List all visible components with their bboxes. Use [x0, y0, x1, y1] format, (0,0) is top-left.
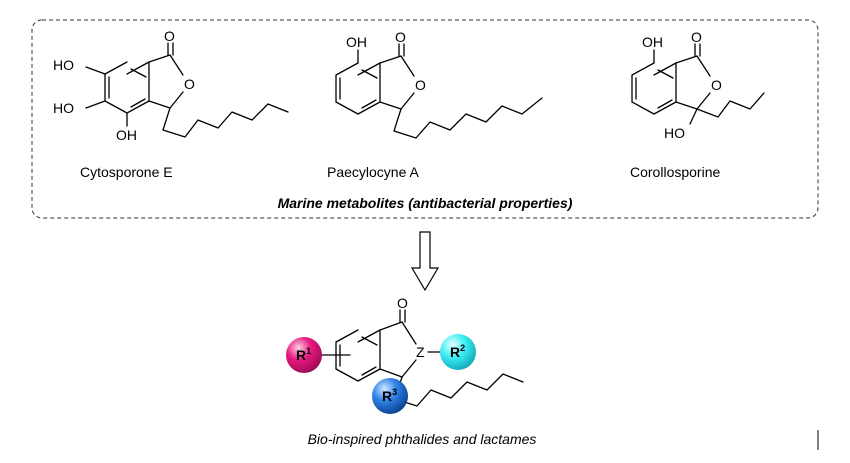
bond	[696, 55, 711, 77]
hydroxyl-label: OH	[642, 34, 663, 50]
r2-label: R2	[450, 343, 465, 360]
scaffold-caption: Bio-inspired phthalides and lactames	[308, 431, 537, 447]
bond	[675, 55, 698, 64]
ring-oxygen-label: O	[415, 77, 426, 93]
ring-oxygen-label: O	[711, 77, 722, 93]
bond	[400, 55, 415, 77]
cytosporone-e-structure: HO HO OH O O	[53, 28, 289, 143]
r1-substituent-sphere	[286, 337, 322, 373]
aromatic-double-bond	[361, 336, 378, 346]
carbonyl-oxygen-label: O	[164, 28, 175, 44]
aromatic-double-bond	[130, 68, 147, 78]
aromatic-double-bond	[657, 99, 673, 109]
aromatic-double-bond	[361, 99, 377, 109]
compound-name-corollosporine: Corollosporine	[630, 164, 720, 180]
bond	[379, 321, 403, 331]
bond	[401, 321, 417, 345]
benzene-ring	[335, 62, 381, 115]
hydroxyl-label: OH	[346, 34, 367, 50]
bond	[689, 108, 698, 125]
carbonyl-oxygen-label: O	[395, 29, 406, 45]
octyl-chain	[393, 97, 543, 139]
aromatic-double-bond	[361, 366, 377, 376]
heptyl-chain	[162, 103, 289, 138]
scaffold-carbonyl-oxygen-label: O	[397, 295, 408, 311]
r3-label: R3	[382, 387, 397, 404]
ring-oxygen-label: O	[184, 76, 195, 92]
benzene-ring	[104, 61, 150, 114]
hydroxyl-label: HO	[664, 125, 685, 141]
hollow-down-arrow-icon	[410, 231, 440, 292]
aromatic-double-bond	[361, 69, 378, 79]
aromatic-double-bond	[130, 98, 146, 108]
corollosporine-structure: OH HO O O	[631, 29, 765, 141]
carbonyl-oxygen-label: O	[691, 29, 702, 45]
paecylocyne-a-structure: OH O O	[335, 29, 543, 139]
bond	[379, 368, 403, 378]
compound-group-box	[31, 19, 819, 219]
bond	[696, 92, 711, 110]
aromatic-double-bond	[657, 69, 674, 79]
benzene-ring	[631, 62, 677, 115]
bond	[169, 54, 184, 76]
bond	[85, 100, 106, 109]
r2-substituent-sphere	[440, 334, 476, 370]
bond	[148, 100, 171, 109]
z-atom-label: Z	[416, 344, 425, 360]
bond	[400, 92, 415, 110]
scaffold-structure	[317, 309, 524, 407]
hydroxyl-label: OH	[116, 127, 137, 143]
heptyl-chain	[394, 373, 524, 407]
r3-substituent-sphere	[372, 378, 408, 414]
compound-name-cytosporone-e: Cytosporone E	[80, 164, 173, 180]
bond	[379, 55, 402, 64]
group-label: Marine metabolites (antibacterial proper…	[278, 195, 573, 211]
bond	[401, 359, 417, 378]
butyl-chain	[696, 92, 765, 118]
r1-label: R1	[296, 346, 311, 363]
bond	[169, 91, 184, 109]
bond	[675, 101, 698, 110]
bond	[379, 101, 402, 110]
bond	[85, 66, 106, 75]
hydroxyl-label: HO	[53, 100, 74, 116]
compound-name-paecylocyne-a: Paecylocyne A	[327, 164, 419, 180]
bond	[148, 54, 171, 63]
hydroxyl-label: HO	[53, 57, 74, 73]
